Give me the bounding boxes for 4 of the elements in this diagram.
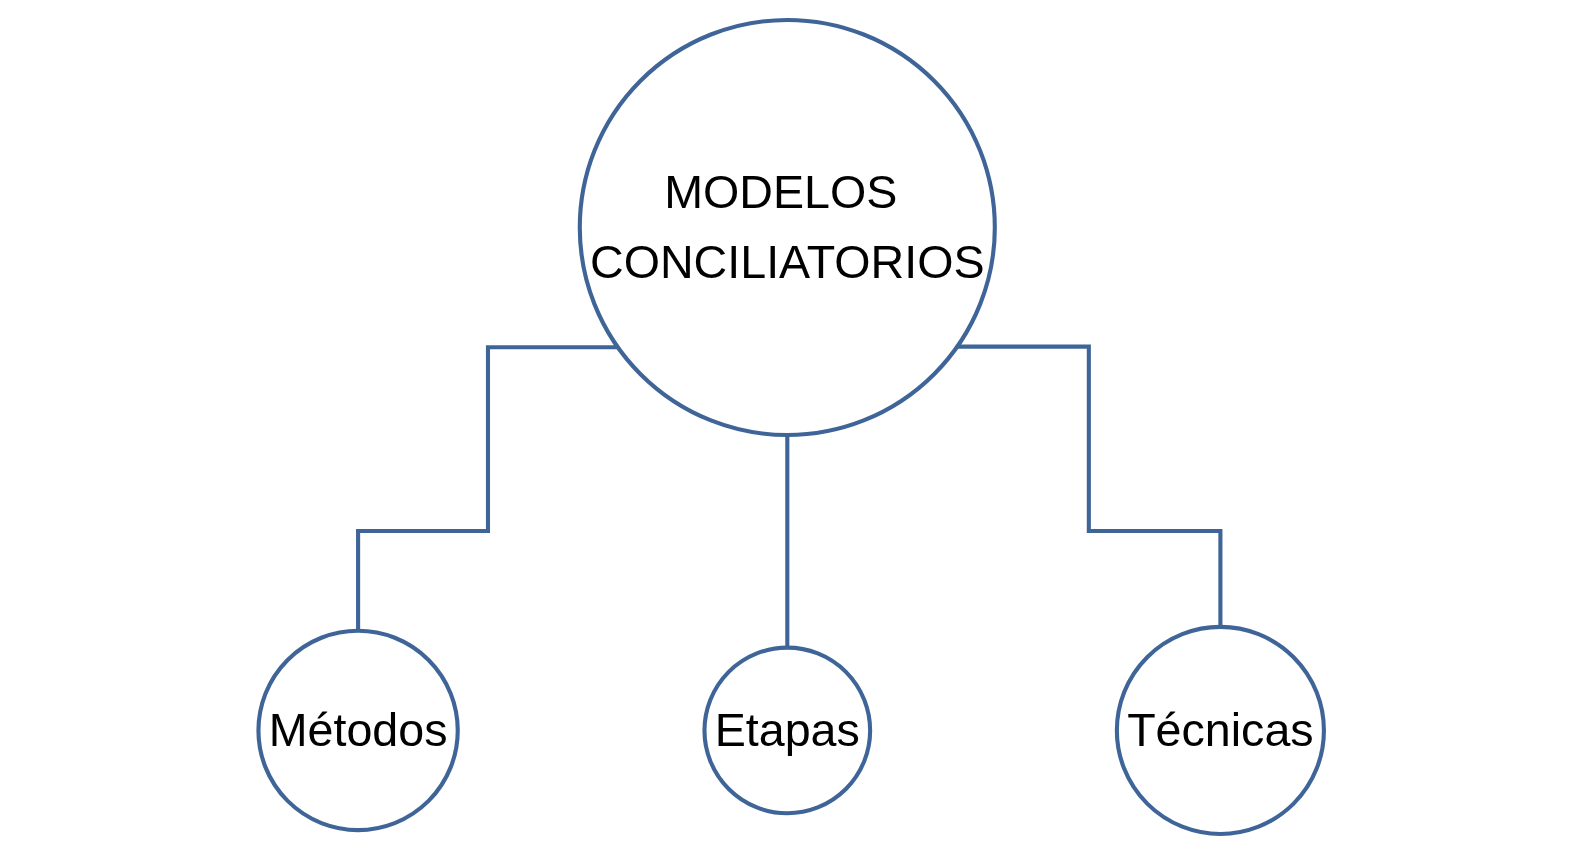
node-circle: MODELOS CONCILIATORIOS [577,17,997,437]
node-circle: Métodos [256,628,460,832]
node-circle: Etapas [702,645,872,815]
node-circle: Técnicas [1114,624,1326,836]
